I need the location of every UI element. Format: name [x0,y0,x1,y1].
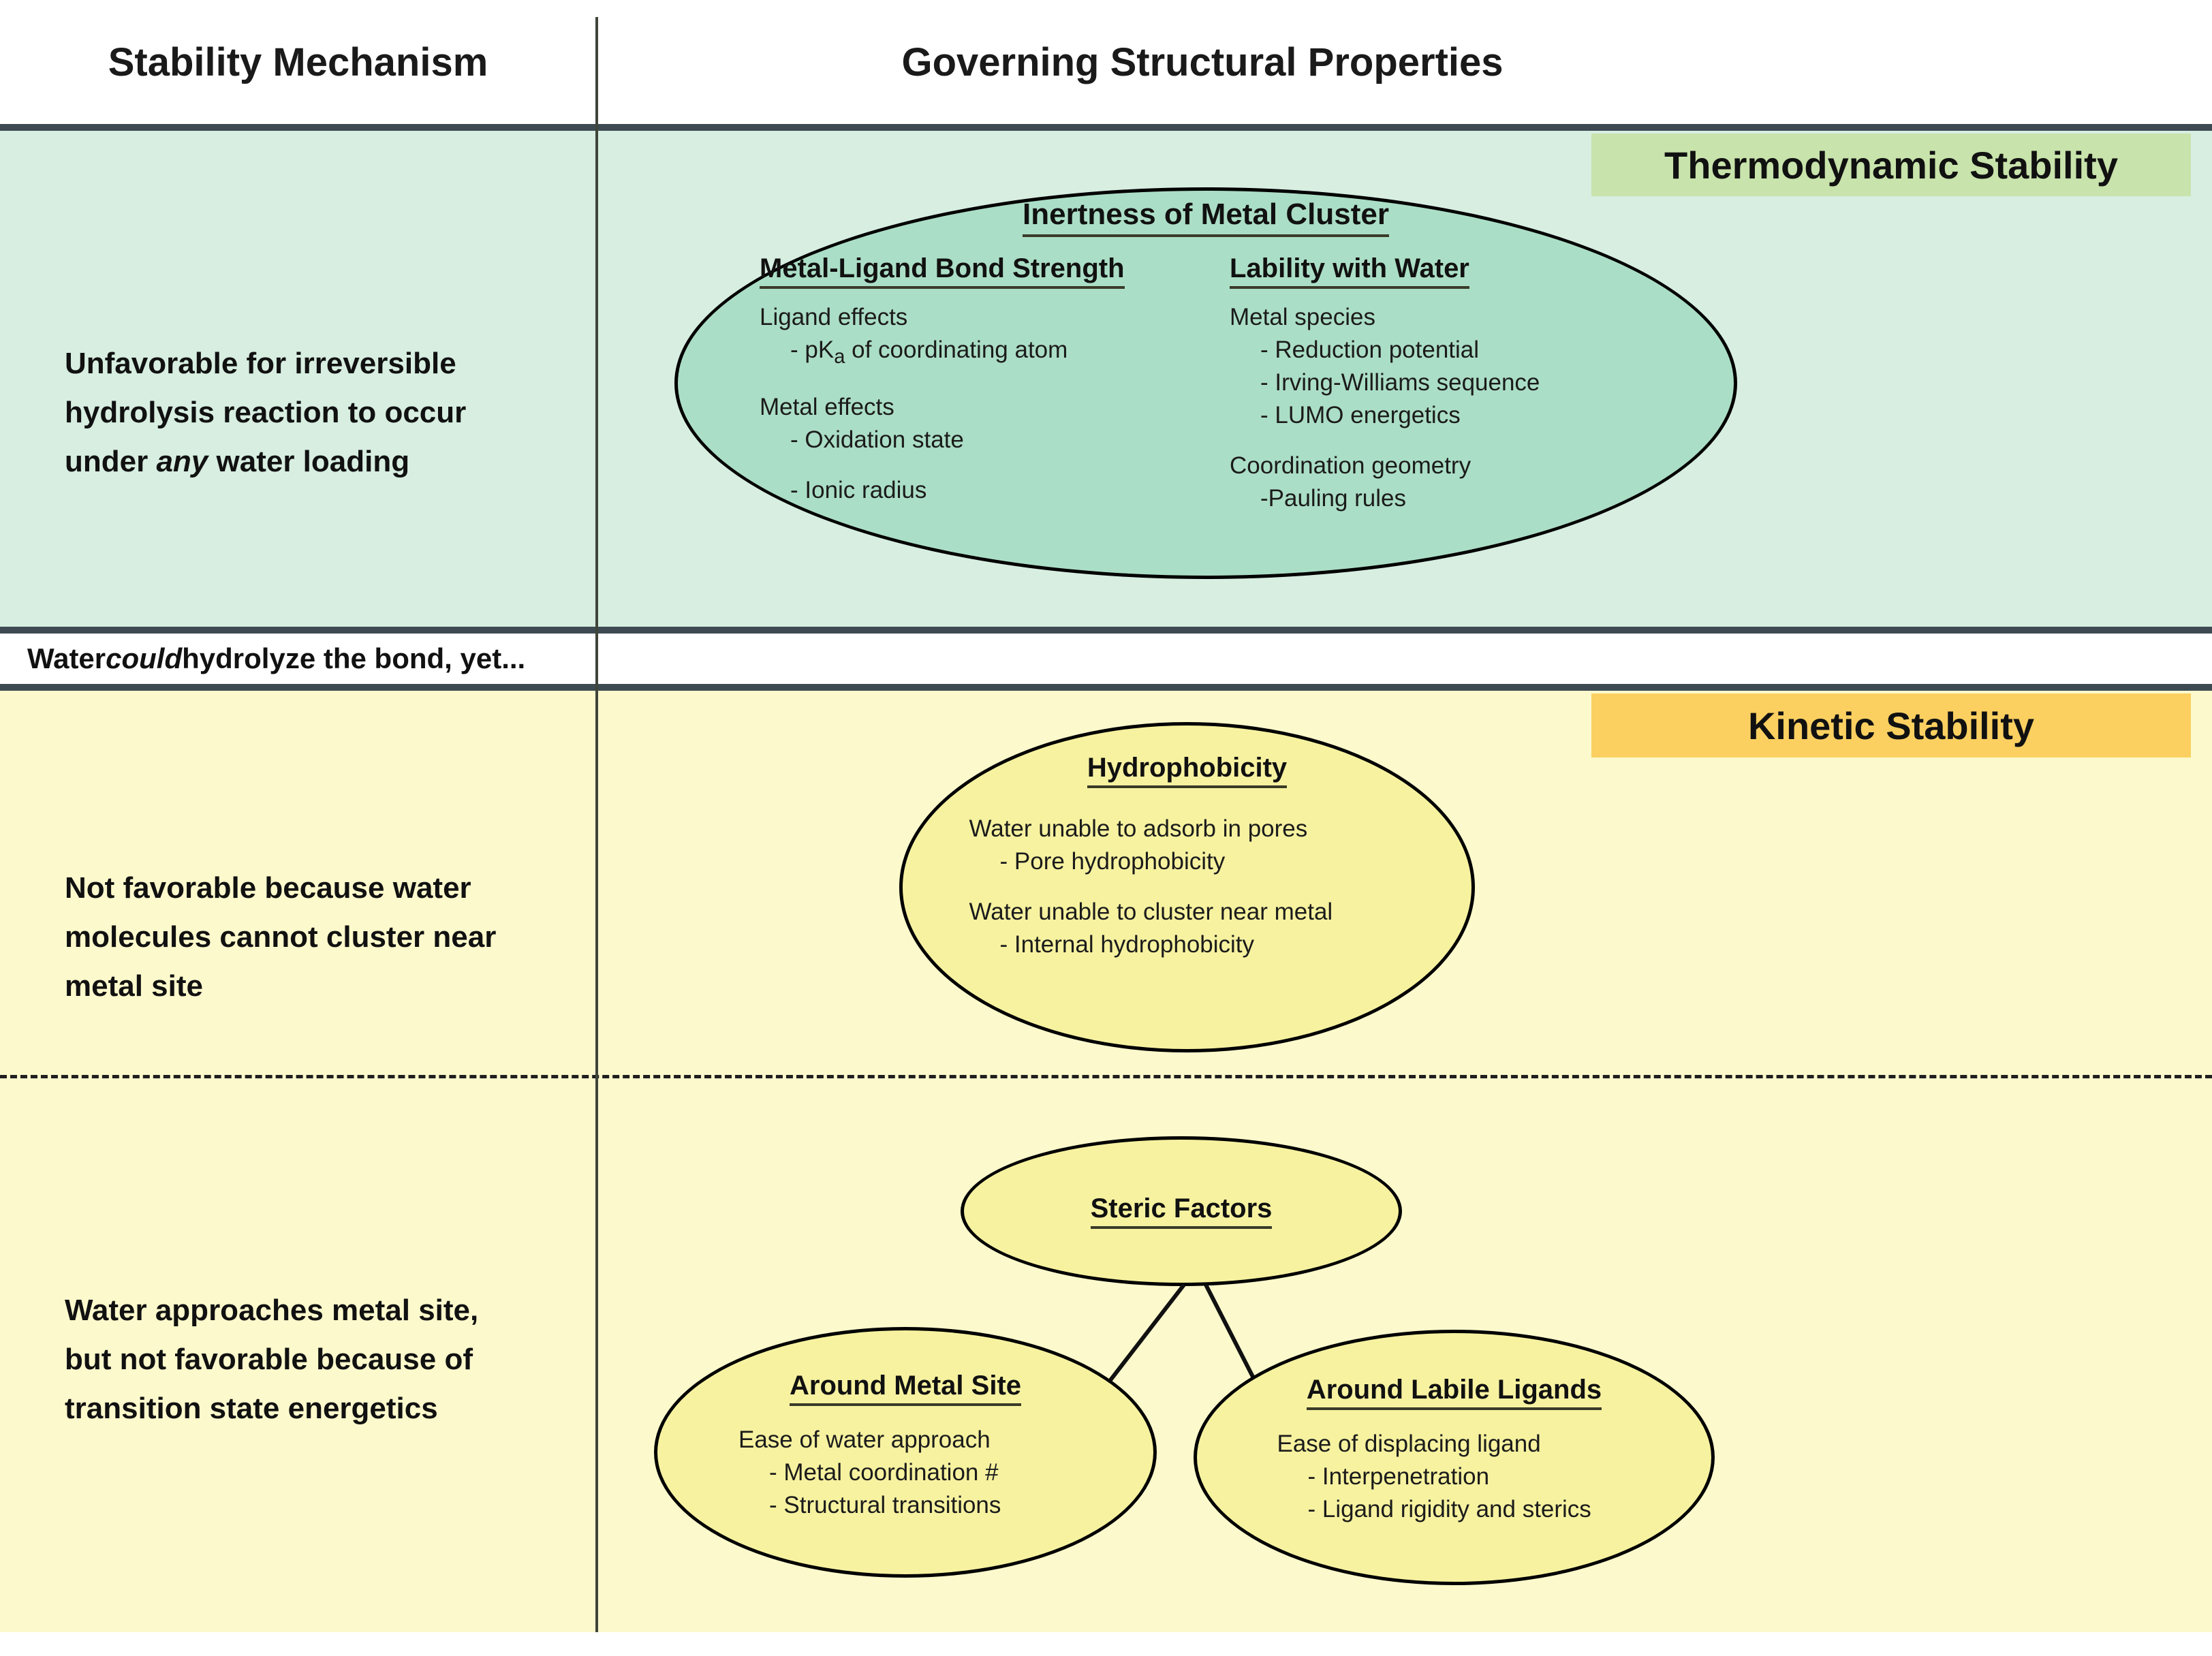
emphasis-any: any [156,445,208,478]
lability-with-water-heading: Lability with Water [1230,253,1469,289]
list-item: - Interpenetration [1307,1463,1490,1490]
thermo-mechanism-line3: under any water loading [65,445,410,478]
thermodynamic-stability-badge: Thermodynamic Stability [1591,134,2191,196]
displacing-ligand-label: Ease of displacing ligand [1277,1431,1541,1457]
inertness-ellipse-title: Inertness of Metal Cluster [1023,198,1389,237]
kinetic-stability-badge: Kinetic Stability [1591,693,2191,757]
list-item: - Pore hydrophobicity [999,848,1226,875]
thermo-mechanism-line1: Unfavorable for irreversible [65,347,456,380]
metal-ligand-bond-strength-heading: Metal-Ligand Bond Strength [760,253,1125,289]
cluster-near-metal-label: Water unable to cluster near metal [969,899,1333,925]
inertness-ellipse-content: Inertness of Metal Cluster Metal-Ligand … [674,198,1737,515]
metal-ligand-bond-strength-column: Metal-Ligand Bond Strength Ligand effect… [760,253,1189,515]
thermodynamic-stability-badge-label: Thermodynamic Stability [1664,143,2118,187]
around-metal-site-title: Around Metal Site [789,1371,1022,1406]
steric-factors-title: Steric Factors [1090,1193,1273,1229]
kinetic-stability-badge-label: Kinetic Stability [1747,704,2035,747]
horizontal-divider-middle-upper [0,627,2212,634]
vertical-divider [595,17,598,1632]
emphasis-could: could [106,642,183,674]
list-item: - Metal coordination # [769,1459,999,1486]
metal-effects-label: Metal effects [760,394,894,420]
list-item: -Pauling rules [1260,485,1406,512]
adsorb-pores-label: Water unable to adsorb in pores [969,815,1308,842]
list-item: - Internal hydrophobicity [999,931,1255,958]
around-labile-ligands-content: Around Labile Ligands Ease of displacing… [1194,1375,1715,1526]
pka-subscript: a [834,346,845,368]
inertness-of-metal-cluster-ellipse [674,187,1737,579]
coordination-geometry-label: Coordination geometry [1230,452,1471,479]
hydrophobicity-title: Hydrophobicity [1087,753,1288,788]
hydrophobicity-ellipse [899,722,1475,1052]
hydrolyze-strip-text: Water could hydrolyze the bond, yet... [27,642,526,674]
list-item: - Irving-Williams sequence [1260,369,1540,396]
list-item: - Oxidation state [790,426,964,453]
thermo-mechanism-line2: hydrolysis reaction to occur [65,396,467,429]
horizontal-divider-top [0,124,2212,131]
hydro-mechanism-text: Not favorable because water molecules ca… [65,871,497,1003]
pka-item: - pKa of coordinating atom [790,337,1068,368]
water-approach-label: Ease of water approach [738,1426,991,1453]
list-item: - Ionic radius [790,477,927,503]
stability-mechanism-title: Stability Mechanism [108,40,488,84]
list-item: - Structural transitions [769,1492,1001,1518]
around-labile-ligands-title: Around Labile Ligands [1306,1375,1602,1410]
around-metal-site-ellipse [654,1327,1157,1578]
steric-factors-ellipse [961,1136,1402,1286]
steric-mechanism-text: Water approaches metal site, but not fav… [65,1294,479,1425]
steric-factors-content: Steric Factors [961,1136,1402,1286]
around-labile-ligands-ellipse [1194,1330,1715,1585]
thermo-mechanism-text: Unfavorable for irreversible hydrolysis … [65,339,582,486]
column-header-governing-properties: Governing Structural Properties [596,0,1809,124]
around-metal-site-content: Around Metal Site Ease of water approach… [654,1371,1157,1522]
dashed-divider [0,1075,2212,1078]
list-item: - Ligand rigidity and sterics [1307,1496,1591,1522]
horizontal-divider-middle-lower [0,684,2212,691]
hydrolyze-strip-section [0,634,2212,684]
hydrophobicity-content: Hydrophobicity Water unable to adsorb in… [899,753,1475,961]
ligand-effects-label: Ligand effects [760,304,908,330]
lability-with-water-column: Lability with Water Metal species - Redu… [1230,253,1652,515]
column-header-stability-mechanism: Stability Mechanism [0,0,596,124]
governing-properties-title: Governing Structural Properties [901,40,1504,84]
metal-species-label: Metal species [1230,304,1375,330]
list-item: - LUMO energetics [1260,402,1461,428]
list-item: - Reduction potential [1260,337,1480,363]
